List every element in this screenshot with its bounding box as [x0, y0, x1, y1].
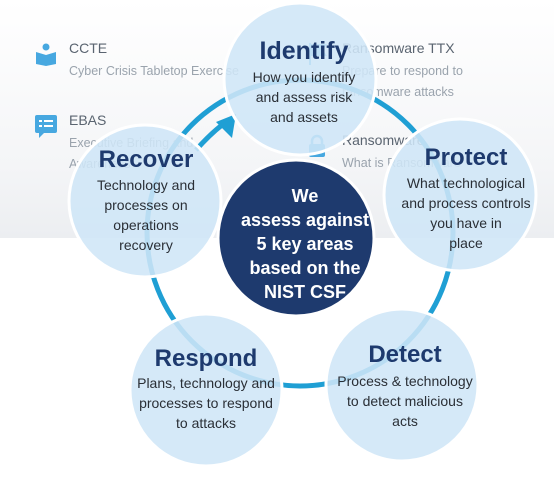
menu-item-title: EBAS: [69, 112, 107, 128]
node-circle: [128, 312, 284, 468]
node-desc-line: you have in: [430, 215, 502, 231]
menu-item-title: CCTE: [69, 40, 108, 56]
node-circle: [324, 307, 480, 463]
node-circle: [222, 1, 378, 157]
node-title: Detect: [368, 341, 441, 368]
node-desc-line: Technology and: [97, 177, 195, 193]
center-text-line: 5 key areas: [256, 234, 353, 254]
node-desc-line: operations: [113, 217, 178, 233]
node-desc-line: processes on: [104, 197, 187, 213]
node-desc-line: and process controls: [401, 195, 530, 211]
person-book-icon: [36, 43, 56, 66]
center-node: We assess against 5 key areas based on t…: [216, 158, 376, 318]
center-text-line: assess against: [241, 210, 369, 230]
node-desc-line: and assets: [270, 109, 338, 125]
node-title: Identify: [260, 37, 349, 65]
node-recover: Recover Technology and processes on oper…: [67, 123, 223, 279]
node-title: Protect: [425, 144, 508, 171]
node-desc-line: and assess risk: [256, 89, 353, 105]
arrow-head-icon: [216, 114, 236, 138]
menu-item-subtitle: Cyber Crisis Tabletop Exercise: [69, 64, 239, 78]
node-desc-line: How you identify: [253, 69, 356, 85]
node-protect: Protect What technological and process c…: [382, 117, 538, 273]
node-circle: [382, 117, 538, 273]
chat-doc-icon: [35, 115, 57, 138]
center-text-line: We: [292, 186, 319, 206]
node-title: Recover: [99, 146, 194, 173]
node-desc-line: processes to respond: [139, 395, 273, 411]
node-desc-line: place: [449, 235, 483, 251]
node-desc-line: to detect malicious: [347, 393, 463, 409]
node-desc-line: Plans, technology and: [137, 375, 275, 391]
node-desc-line: recovery: [119, 237, 173, 253]
node-title: Respond: [155, 345, 258, 372]
node-desc-line: to attacks: [176, 415, 236, 431]
node-respond: Respond Plans, technology and processes …: [128, 312, 284, 468]
node-desc-line: Process & technology: [337, 373, 472, 389]
node-circle: [67, 123, 223, 279]
node-desc-line: acts: [392, 413, 418, 429]
center-text-line: based on the: [249, 258, 360, 278]
center-circle: [216, 158, 376, 318]
node-identify: Identify How you identify and assess ris…: [222, 1, 378, 157]
node-detect: Detect Process & technology to detect ma…: [324, 307, 480, 463]
center-text-line: NIST CSF: [264, 282, 346, 302]
node-desc-line: What technological: [407, 175, 525, 191]
